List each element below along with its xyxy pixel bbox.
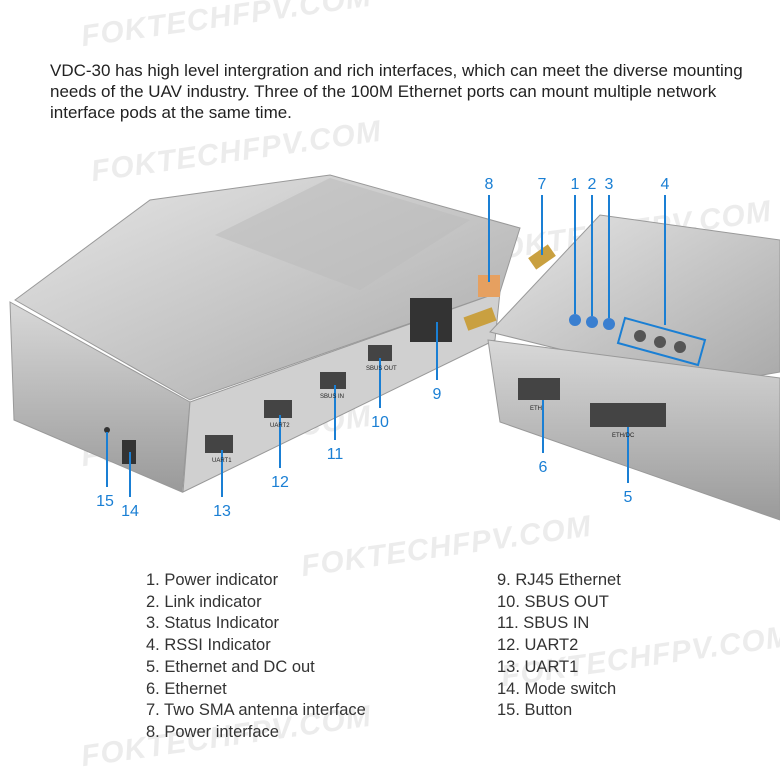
legend-item: 15. Button	[497, 701, 573, 720]
legend-item: 1. Power indicator	[146, 571, 279, 589]
right-unit	[487, 214, 780, 521]
callout-15: 15	[96, 493, 114, 510]
legend-item: 13. UART1	[497, 657, 579, 676]
svg-text:ETH/DC: ETH/DC	[612, 433, 635, 439]
callout-11: 11	[327, 446, 344, 463]
left-unit	[9, 174, 521, 493]
legend-left: 1. Power indicator 2. Link indicator 3. …	[146, 570, 366, 744]
callout-5: 5	[624, 489, 633, 506]
ethernet-port	[518, 378, 560, 400]
legend-item: 8. Power interface	[146, 722, 279, 741]
callout-9: 9	[433, 386, 442, 403]
legend-item: 5. Ethernet and DC out	[146, 657, 315, 676]
sma-antenna-connector	[528, 244, 556, 270]
svg-text:ETH: ETH	[530, 406, 542, 412]
svg-text:SBUS IN: SBUS IN	[320, 394, 344, 400]
callout-7: 7	[538, 176, 547, 193]
eth-dc-port	[590, 403, 666, 427]
sbus-in-port	[320, 372, 346, 389]
svg-text:UART2: UART2	[270, 423, 290, 429]
callout-1: 1	[571, 176, 580, 193]
rssi-box	[616, 316, 707, 367]
legend-item: 6. Ethernet	[146, 679, 227, 698]
rj45-port	[410, 298, 452, 342]
sbus-out-port	[368, 345, 392, 361]
intro-text: VDC-30 has high level intergration and r…	[50, 61, 743, 122]
callout-6: 6	[539, 459, 548, 476]
legend-item: 3. Status Indicator	[146, 614, 279, 633]
legend-item: 7. Two SMA antenna interface	[146, 701, 366, 720]
callout-3: 3	[605, 176, 614, 193]
legend-item: 14. Mode switch	[497, 679, 617, 698]
legend-item: 2. Link indicator	[146, 592, 262, 611]
callout-12: 12	[271, 474, 289, 491]
callout-4: 4	[661, 176, 670, 193]
legend-item: 10. SBUS OUT	[497, 592, 609, 611]
port-labels: UART1 UART2 SBUS IN SBUS OUT ETH ETH/DC	[212, 366, 635, 464]
button	[104, 427, 110, 433]
uart2-port	[264, 400, 292, 418]
legend-item: 9. RJ45 Ethernet	[497, 571, 621, 589]
callout-13: 13	[213, 503, 231, 520]
callout-numbers: 1 2 3 4 5 6 7 8 9 10 11 12 13 14 15	[96, 176, 669, 520]
legend-right: 9. RJ45 Ethernet 10. SBUS OUT 11. SBUS I…	[497, 570, 621, 722]
legend-item: 12. UART2	[497, 636, 579, 655]
sma-antenna-connector	[463, 307, 497, 331]
uart1-port	[205, 435, 233, 453]
power-port	[478, 275, 500, 297]
callout-lines	[106, 195, 666, 497]
callout-2: 2	[588, 176, 597, 193]
callout-14: 14	[121, 503, 139, 520]
svg-text:UART1: UART1	[212, 458, 232, 464]
legend-item: 4. RSSI Indicator	[146, 636, 271, 655]
svg-text:SBUS OUT: SBUS OUT	[366, 366, 397, 372]
callout-8: 8	[485, 176, 494, 193]
legend-item: 11. SBUS IN	[497, 614, 590, 633]
callout-10: 10	[371, 414, 389, 431]
